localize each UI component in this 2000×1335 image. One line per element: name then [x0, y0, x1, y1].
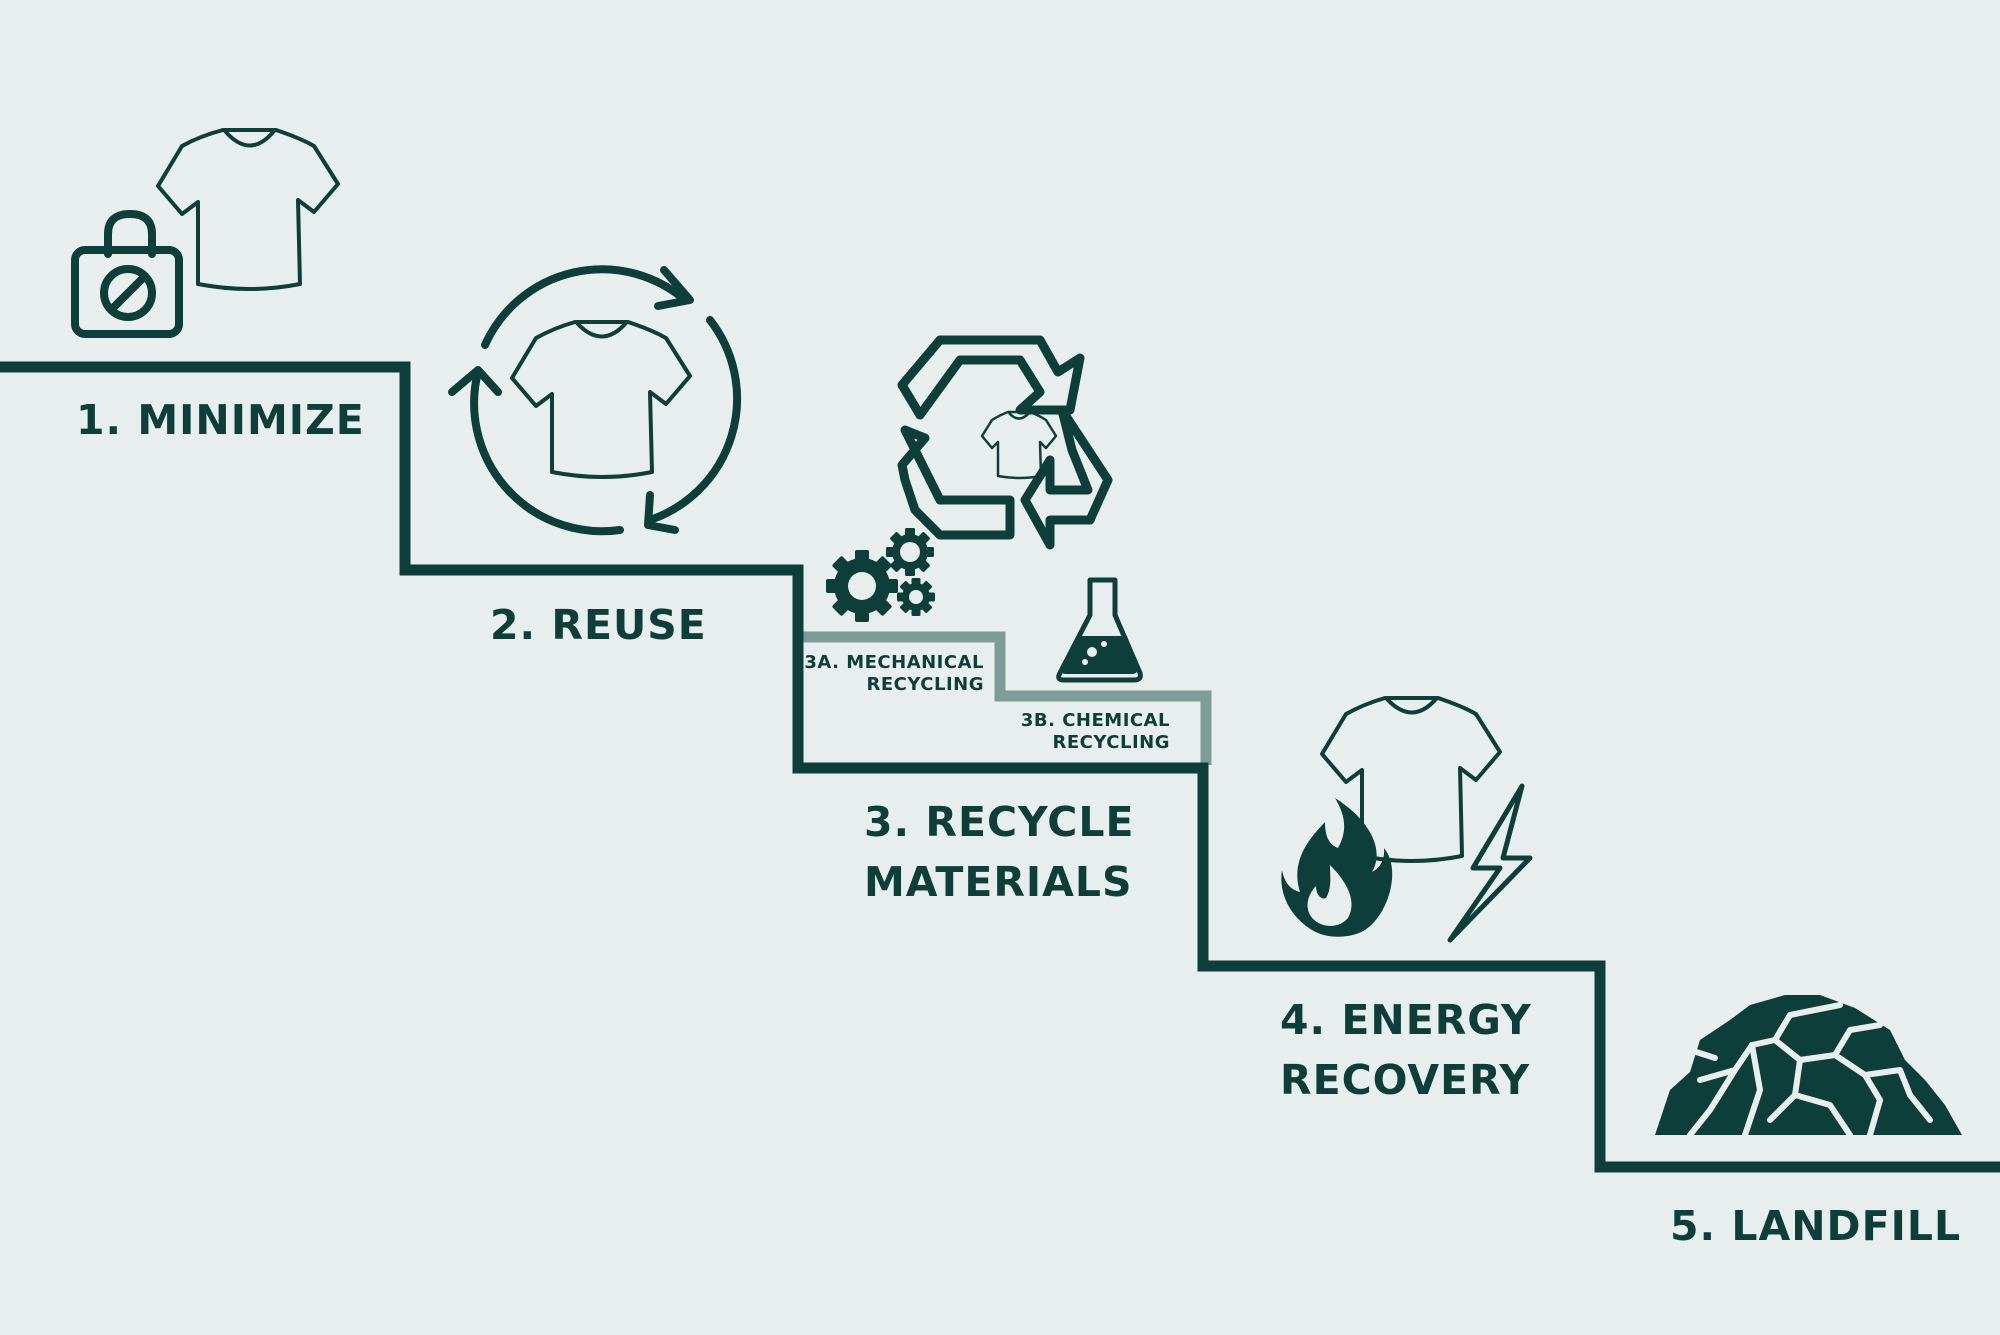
recycle-shirt-icon: [980, 410, 1058, 480]
landfill-rubble-icon: [1655, 995, 1962, 1138]
energy-shirt-icon: [1320, 696, 1502, 863]
no-shopping-bag-icon: [71, 210, 183, 338]
fire-icon: [1281, 798, 1393, 937]
circular-reuse-icon: [448, 265, 742, 536]
shirt-icon: [156, 128, 340, 291]
lightning-icon: [1447, 783, 1533, 943]
substep-3b-label-line-1: 3B. CHEMICAL: [1020, 710, 1170, 731]
substep-3b-label: 3B. CHEMICAL RECYCLING: [1021, 710, 1170, 754]
substep-3a-label-line-1: 3A. MECHANICAL: [804, 652, 984, 673]
step-2-label: 2. REUSE: [490, 601, 707, 649]
substep-3-outline: [802, 631, 1212, 765]
reuse-shirt-icon: [510, 320, 692, 479]
step-4-label-line-2: RECOVERY: [1280, 1056, 1531, 1104]
flask-icon: [1056, 577, 1143, 683]
gears-icon: [826, 528, 935, 622]
substep-3b-label-line-2: RECYCLING: [1052, 732, 1170, 753]
substep-3a-label: 3A. MECHANICAL RECYCLING: [804, 652, 984, 696]
step-4-label: 4. ENERGY RECOVERY: [1280, 990, 1532, 1110]
step-4-label-line-1: 4. ENERGY: [1280, 996, 1532, 1044]
substep-3a-label-line-2: RECYCLING: [866, 674, 984, 695]
staircase-line: [0, 361, 2000, 1173]
step-3-label-line-2: MATERIALS: [864, 858, 1133, 906]
step-3-label: 3. RECYCLE MATERIALS: [864, 792, 1135, 912]
step-5-label: 5. LANDFILL: [1670, 1202, 1962, 1250]
step-1-label: 1. MINIMIZE: [76, 396, 365, 444]
recycle-icon: [897, 335, 1113, 550]
step-3-label-line-1: 3. RECYCLE: [864, 798, 1135, 846]
